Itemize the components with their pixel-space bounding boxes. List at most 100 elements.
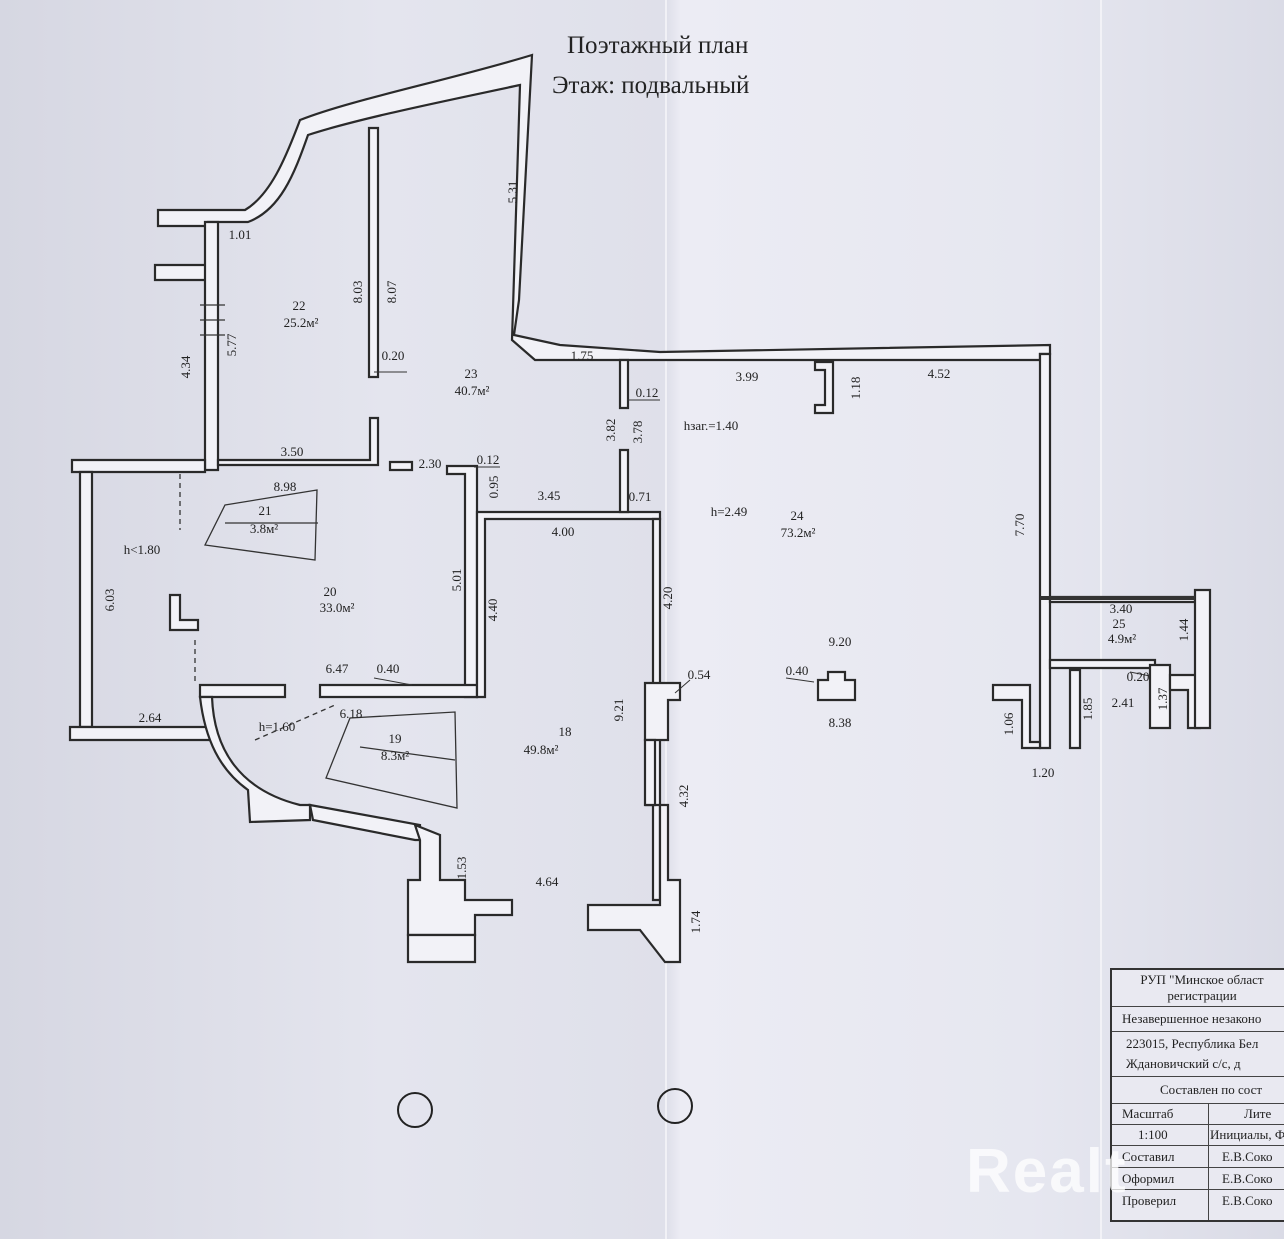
stamp-scale-value: 1:100 [1138,1127,1168,1142]
stamp-initials-label: Инициалы, Ф [1210,1127,1284,1142]
dimension-label: 3.40 [1110,601,1133,616]
room-22-area: 25.2м² [284,315,319,330]
room-25-area: 4.9м² [1108,631,1136,646]
stamp-scale-label: Масштаб [1122,1106,1174,1121]
room-18-number: 18 [559,724,572,739]
dimension-label: 4.64 [536,874,559,889]
room-19-area: 8.3м² [381,748,409,763]
stamp-scale-value-row: 1:100 Инициалы, Ф [1112,1125,1284,1146]
dimension-label: 0.54 [688,667,711,682]
room-20-area: 33.0м² [320,600,355,615]
wall [475,510,662,699]
stamp-lit-label: Лите [1244,1106,1272,1121]
dimension-label: 0.20 [382,348,405,363]
dimension-label: 1.53 [454,857,469,880]
dimension-label: 0.12 [477,452,500,467]
wall [1193,588,1212,730]
wall [318,683,479,699]
dimension-label: 9.21 [611,699,626,722]
wall [216,416,380,467]
wall [406,823,514,937]
dimension-label: 3.99 [736,369,759,384]
dimension-label: 1.18 [848,377,863,400]
stamp-compiled: Составлен по сост [1112,1077,1284,1104]
stamp-signature-row: Составил Е.В.Соко [1112,1146,1284,1168]
wall [68,725,217,742]
height-label: h=1.60 [259,719,296,734]
dimension-label: 8.07 [384,280,399,303]
stamp-object: Незавершенное незаконо [1112,1007,1284,1032]
punch-hole-circle [397,1092,433,1128]
room-21-number: 21 [259,503,272,518]
dimension-label: 3.45 [538,488,561,503]
stamp-role: Проверил [1122,1193,1177,1208]
stamp-signature-row: Проверил Е.В.Соко [1112,1190,1284,1212]
dimension-label: 8.03 [350,281,365,304]
wall [1068,668,1082,750]
stamp-role: Оформил [1122,1171,1175,1186]
dimension-label: 2.30 [419,456,442,471]
wall [586,803,682,964]
dimension-label: 4.40 [485,599,500,622]
dimension-label: 8.38 [829,715,852,730]
dimension-label: 4.00 [552,524,575,539]
room-19-number: 19 [389,731,402,746]
dimension-label: 6.03 [102,589,117,612]
wall [198,695,312,824]
height-label: h<1.80 [124,542,161,557]
dimension-label: 0.20 [1127,669,1150,684]
dimension-label: 1.75 [571,348,594,363]
wall [78,470,94,729]
stamp-divider [1208,1104,1209,1220]
dimension-label: 1.44 [1176,618,1191,641]
dimension-label: 6.18 [340,706,363,721]
dimension-label: 5.77 [224,333,239,356]
dimension-label: 8.98 [274,479,297,494]
room-20-number: 20 [324,584,337,599]
wall [1148,663,1172,730]
wall [70,458,207,474]
wall [1038,352,1052,750]
dimension-label: 1.06 [1001,712,1016,735]
stamp-org-line: регистрации [1167,988,1237,1003]
dimension-label: 0.40 [786,663,809,678]
watermark-logo: Realt [966,1137,1128,1206]
wall [1048,658,1157,670]
stamp-address-line: Ждановичский с/с, д [1126,1056,1241,1071]
dimension-label: 3.82 [603,419,618,442]
title-block-stamp: РУП "Минское област регистрации Незаверш… [1110,968,1284,1222]
wall [618,448,630,514]
dimension-label: 0.40 [377,661,400,676]
floor-label: Этаж: подвальный [552,72,750,99]
stamp-org: РУП "Минское област регистрации [1112,970,1284,1007]
stamp-signer: Е.В.Соко [1222,1149,1273,1164]
wall [643,738,657,807]
room-24-area: 73.2м² [781,525,816,540]
wall [153,263,210,282]
room-23-number: 23 [465,366,478,381]
room-24-number: 24 [791,508,805,523]
dimension-label: 7.70 [1012,514,1027,537]
paper-fold [665,0,667,1239]
dimension-label: 3.78 [630,421,645,444]
room-23-area: 40.7м² [455,383,490,398]
stamp-role: Составил [1122,1149,1175,1164]
dimension-label: 1.37 [1155,687,1170,710]
wall [406,933,477,964]
dimension-label: 4.20 [660,587,675,610]
dimension-label: 1.01 [229,227,252,242]
dimension-label: 2.64 [139,710,162,725]
wall [168,593,200,632]
dimension-label: 5.31 [505,181,520,204]
dimension-label: 4.34 [178,355,193,378]
wall [643,681,682,742]
stamp-scale-row: Масштаб Лите [1112,1104,1284,1125]
punch-hole-circle [657,1088,693,1124]
wall [991,683,1042,750]
stamp-address: 223015, Республика Бел Ждановичский с/с,… [1112,1032,1284,1077]
stamp-signer: Е.В.Соко [1222,1193,1273,1208]
stamp-address-line: 223015, Республика Бел [1126,1036,1259,1051]
height-label: hзаг.=1.40 [684,418,739,433]
wall [618,358,630,410]
